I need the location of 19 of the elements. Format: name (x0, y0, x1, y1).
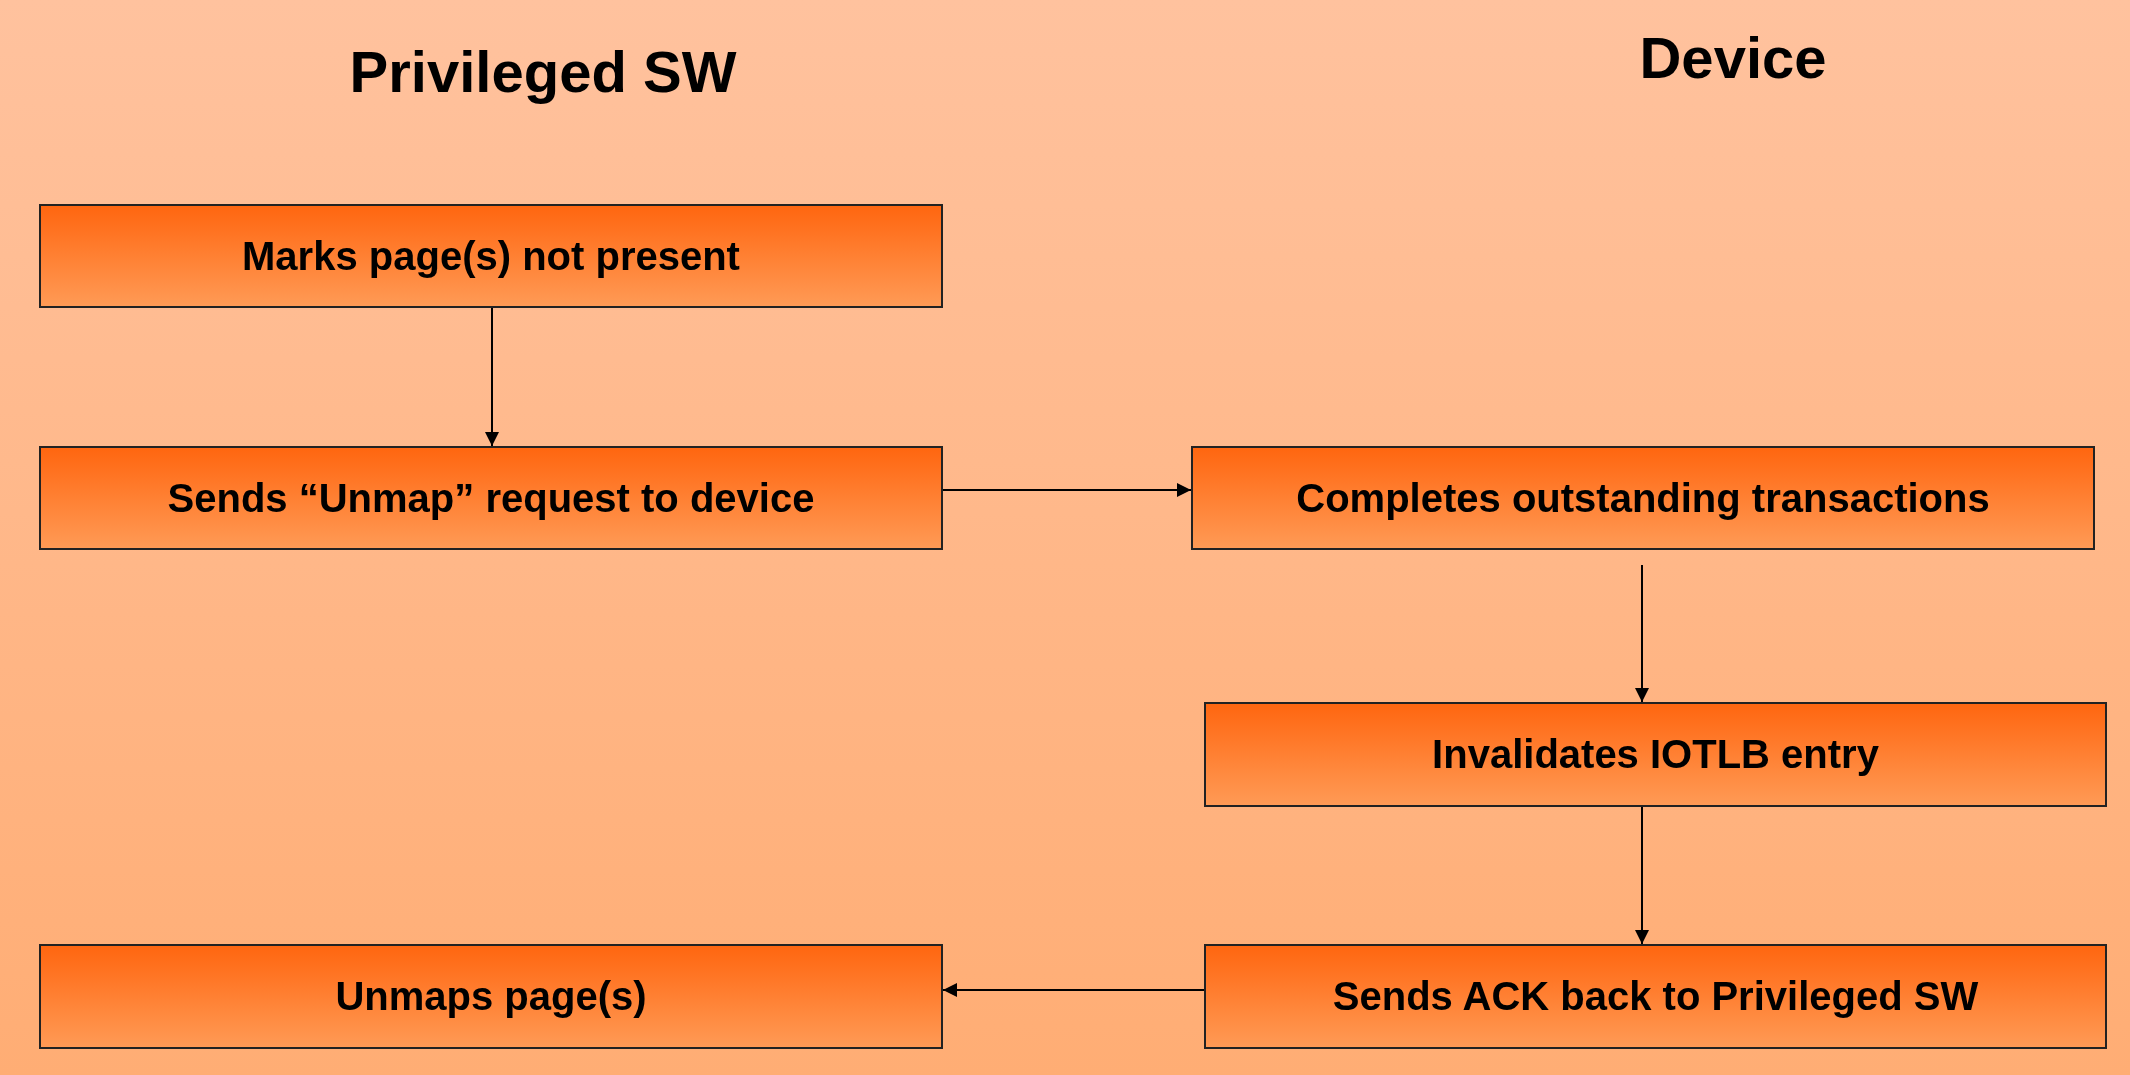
arrow (942, 983, 1205, 997)
box-text: Completes outstanding transactions (1296, 475, 1990, 521)
process-box (39, 204, 943, 308)
column-heading: Device (1639, 24, 1827, 91)
arrow (1635, 564, 1649, 703)
box-text: Unmaps page(s) (335, 974, 647, 1019)
process-box (39, 944, 943, 1049)
arrow (942, 483, 1192, 497)
box-text: Invalidates IOTLB entry (1432, 732, 1879, 777)
arrow (1635, 806, 1649, 945)
arrow (485, 307, 499, 447)
process-box (39, 446, 943, 550)
box-text: Sends ACK back to Privileged SW (1332, 974, 1979, 1019)
process-box (1204, 702, 2107, 807)
box-text: Marks page(s) not present (242, 233, 740, 279)
box-text: Sends “Unmap” request to device (167, 475, 815, 521)
column-heading: Privileged SW (349, 38, 737, 105)
process-box (1191, 446, 2095, 550)
process-box (1204, 944, 2107, 1049)
